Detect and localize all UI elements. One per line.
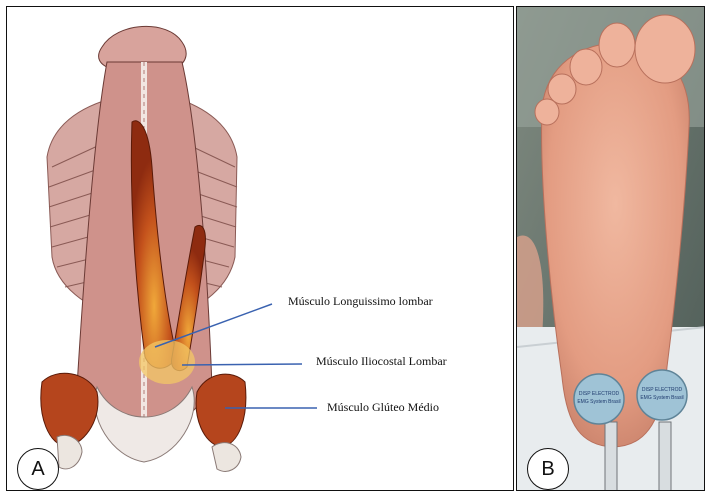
back-muscle-illustration xyxy=(7,7,514,491)
panel-b-foot-photo: DISP ELECTROD EMG System Brasil DISP ELE… xyxy=(516,6,705,491)
label-iliocostal: Músculo Iliocostal Lombar xyxy=(316,354,447,369)
panel-a-label: A xyxy=(17,448,59,490)
toe-3 xyxy=(570,49,602,85)
panel-a-back-muscles: Músculo Longuissimo lombar Músculo Ilioc… xyxy=(6,6,514,491)
toe-big xyxy=(635,15,695,83)
label-longuissimo: Músculo Longuissimo lombar xyxy=(288,294,433,309)
toe-4 xyxy=(548,74,576,104)
toe-5 xyxy=(535,99,559,125)
pointer-iliocostal xyxy=(182,364,302,365)
svg-text:EMG System Brasil: EMG System Brasil xyxy=(577,399,620,405)
foot-sole-photo: DISP ELECTROD EMG System Brasil DISP ELE… xyxy=(517,7,705,491)
gluteus-right xyxy=(196,374,246,447)
electrode-right-text: DISP ELECTROD xyxy=(642,387,683,393)
femur-right xyxy=(212,443,241,472)
electrode-left-text: DISP ELECTROD xyxy=(579,391,620,397)
toe-2 xyxy=(599,23,635,67)
svg-text:EMG System Brasil: EMG System Brasil xyxy=(640,395,683,401)
panel-b-label: B xyxy=(527,448,569,490)
label-gluteo: Músculo Glúteo Médio xyxy=(327,400,439,415)
